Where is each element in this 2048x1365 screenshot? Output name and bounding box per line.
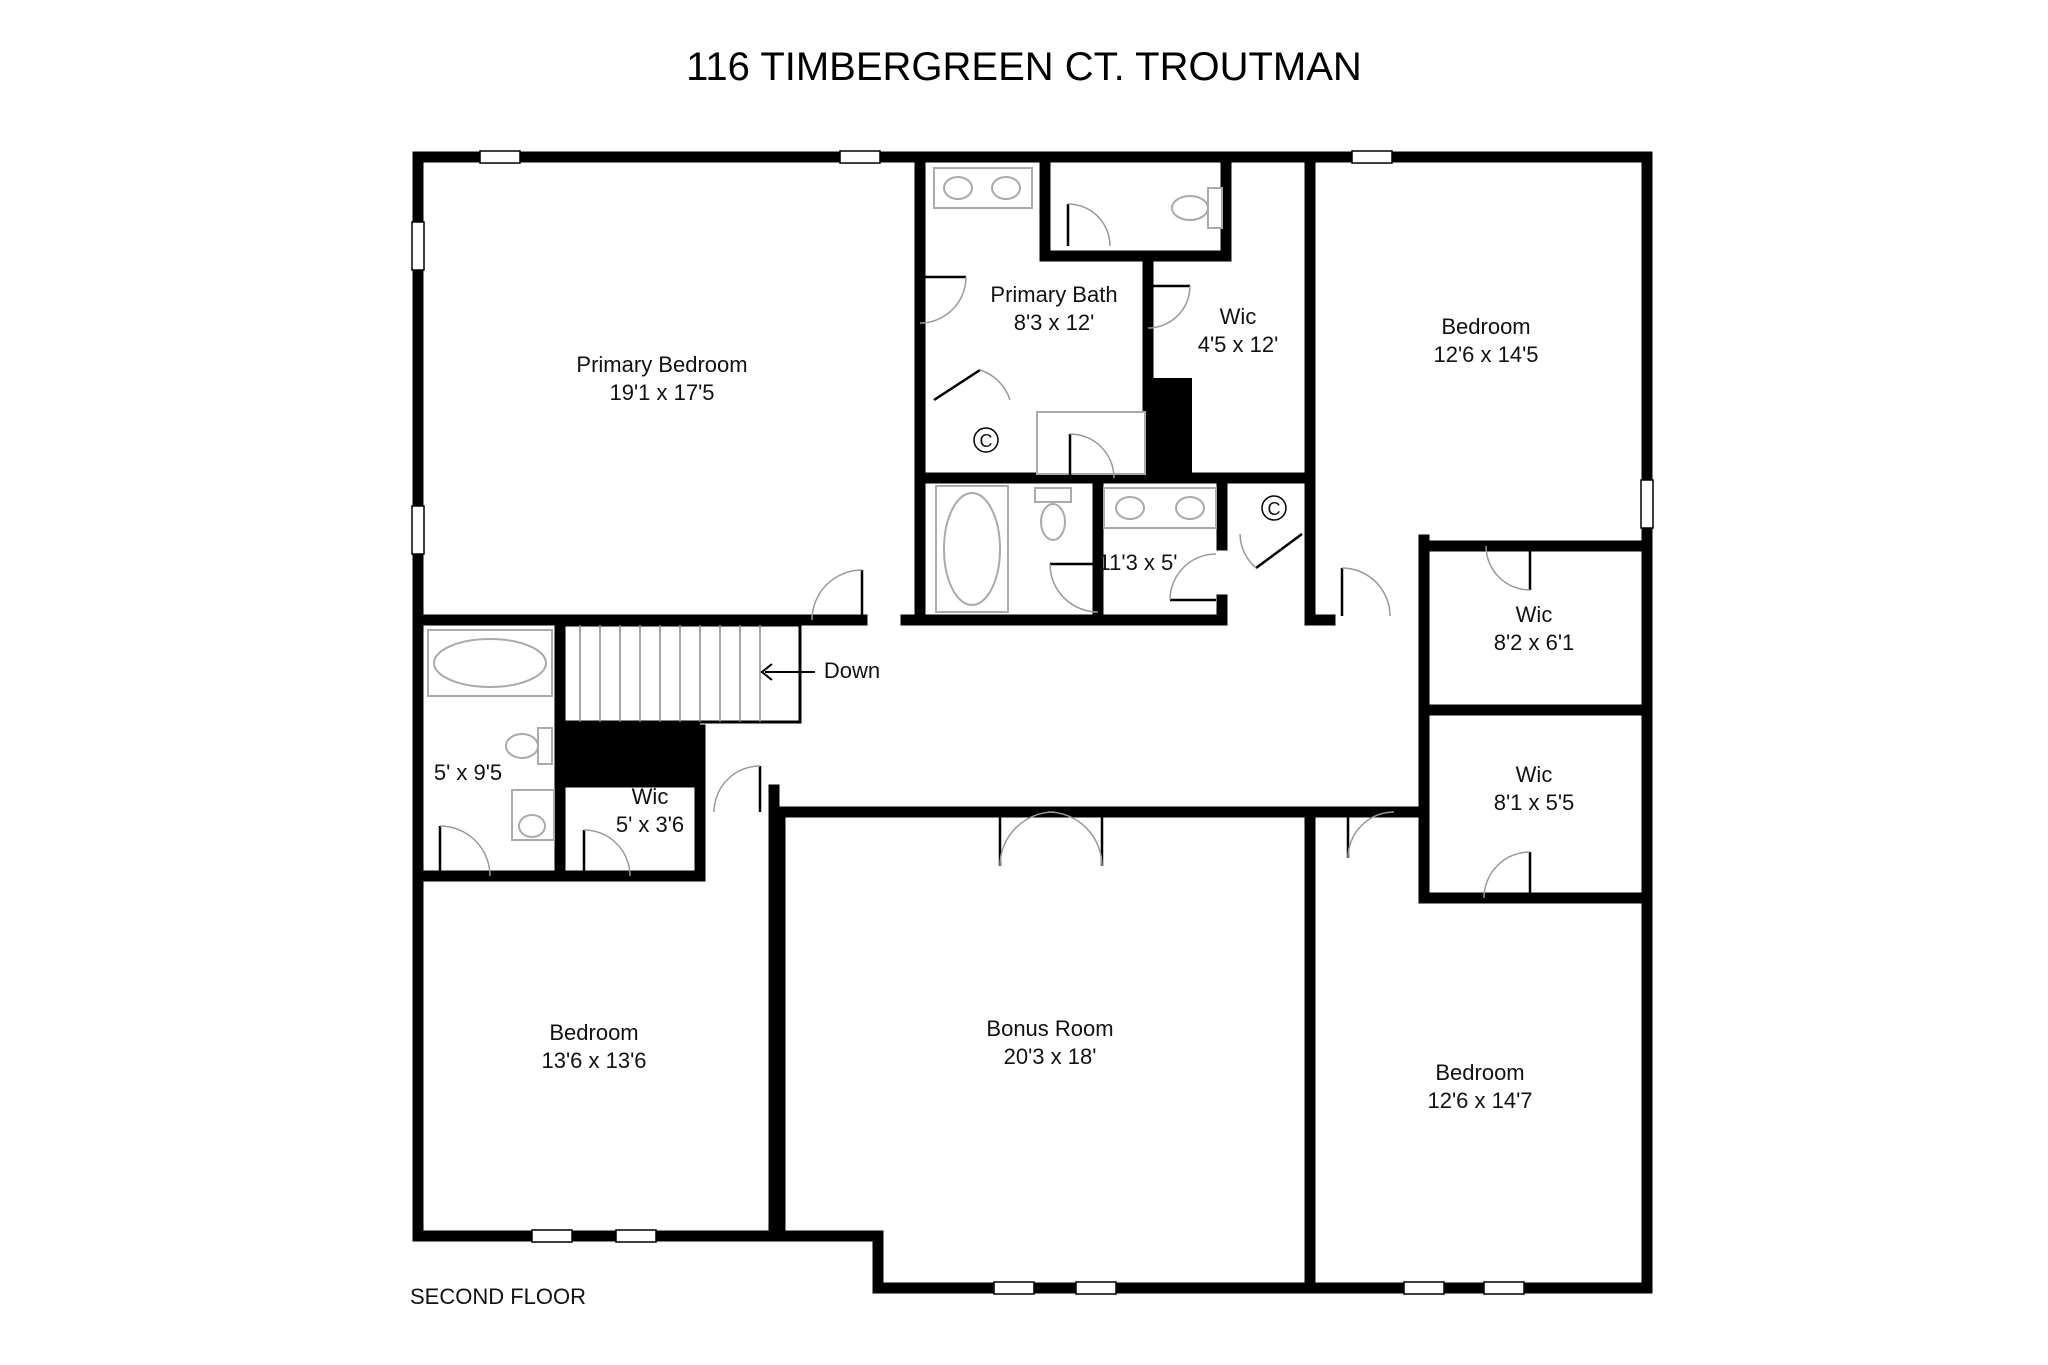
room-name-primary-bedroom: Primary Bedroom: [576, 352, 747, 377]
room-size-bonus-room: 20'3 x 18': [1004, 1044, 1097, 1069]
closet-circle: [973, 427, 999, 453]
wall-wic-east-block: [1418, 534, 1653, 904]
room-name-wic-east-upper: Wic: [1516, 602, 1553, 627]
plan-title: 116 TIMBERGREEN CT. TROUTMAN: [686, 45, 1362, 89]
room-name-wic-primary: Wic: [1220, 304, 1257, 329]
room-size-bedroom-sw: 13'6 x 13'6: [541, 1048, 646, 1073]
wall-bath-core-south: [900, 594, 1228, 626]
room-name-bedroom-se: Bedroom: [1435, 1060, 1524, 1085]
room-labels: Primary Bedroom 19'1 x 17'5 Primary Bath…: [434, 282, 1574, 1113]
room-size-bedroom-ne: 12'6 x 14'5: [1433, 342, 1538, 367]
stair-direction-label: Down: [824, 658, 880, 683]
wall-hall-bath: [1092, 472, 1228, 618]
doors: [438, 203, 1532, 899]
wall-wic-east: [1304, 151, 1336, 626]
closet-label: C: [1268, 499, 1281, 519]
room-size-primary-bedroom: 19'1 x 17'5: [609, 380, 714, 405]
closet-markers: C C: [973, 427, 1287, 521]
closet-circle: [1261, 495, 1287, 521]
stair-shaft-fill: [560, 722, 700, 784]
windows: [411, 150, 1654, 1295]
room-size-hall-bath: 11'3 x 5': [1099, 550, 1178, 575]
exterior-wall: [412, 151, 1653, 1294]
fixtures: [427, 167, 1223, 841]
room-size-bedroom-se: 12'6 x 14'7: [1427, 1088, 1532, 1113]
floor-label: SECOND FLOOR: [410, 1284, 586, 1309]
room-size-wic-east-upper: 8'2 x 6'1: [1494, 630, 1575, 655]
room-size-wic-west: 5' x 3'6: [616, 812, 684, 837]
room-size-bath-west: 5' x 9'5: [434, 760, 502, 785]
room-name-wic-east-lower: Wic: [1516, 762, 1553, 787]
closet-label: C: [980, 431, 993, 451]
room-size-wic-primary: 4'5 x 12': [1198, 332, 1279, 357]
room-name-bedroom-sw: Bedroom: [549, 1020, 638, 1045]
room-size-primary-bath: 8'3 x 12': [1014, 310, 1095, 335]
staircase: [558, 623, 815, 724]
room-name-bedroom-ne: Bedroom: [1441, 314, 1530, 339]
room-name-primary-bath: Primary Bath: [990, 282, 1117, 307]
chase-fill: [1148, 378, 1192, 478]
walls: [412, 151, 1653, 1294]
room-size-wic-east-lower: 8'1 x 5'5: [1494, 790, 1575, 815]
room-name-wic-west: Wic: [632, 784, 669, 809]
room-name-bonus-room: Bonus Room: [986, 1016, 1113, 1041]
